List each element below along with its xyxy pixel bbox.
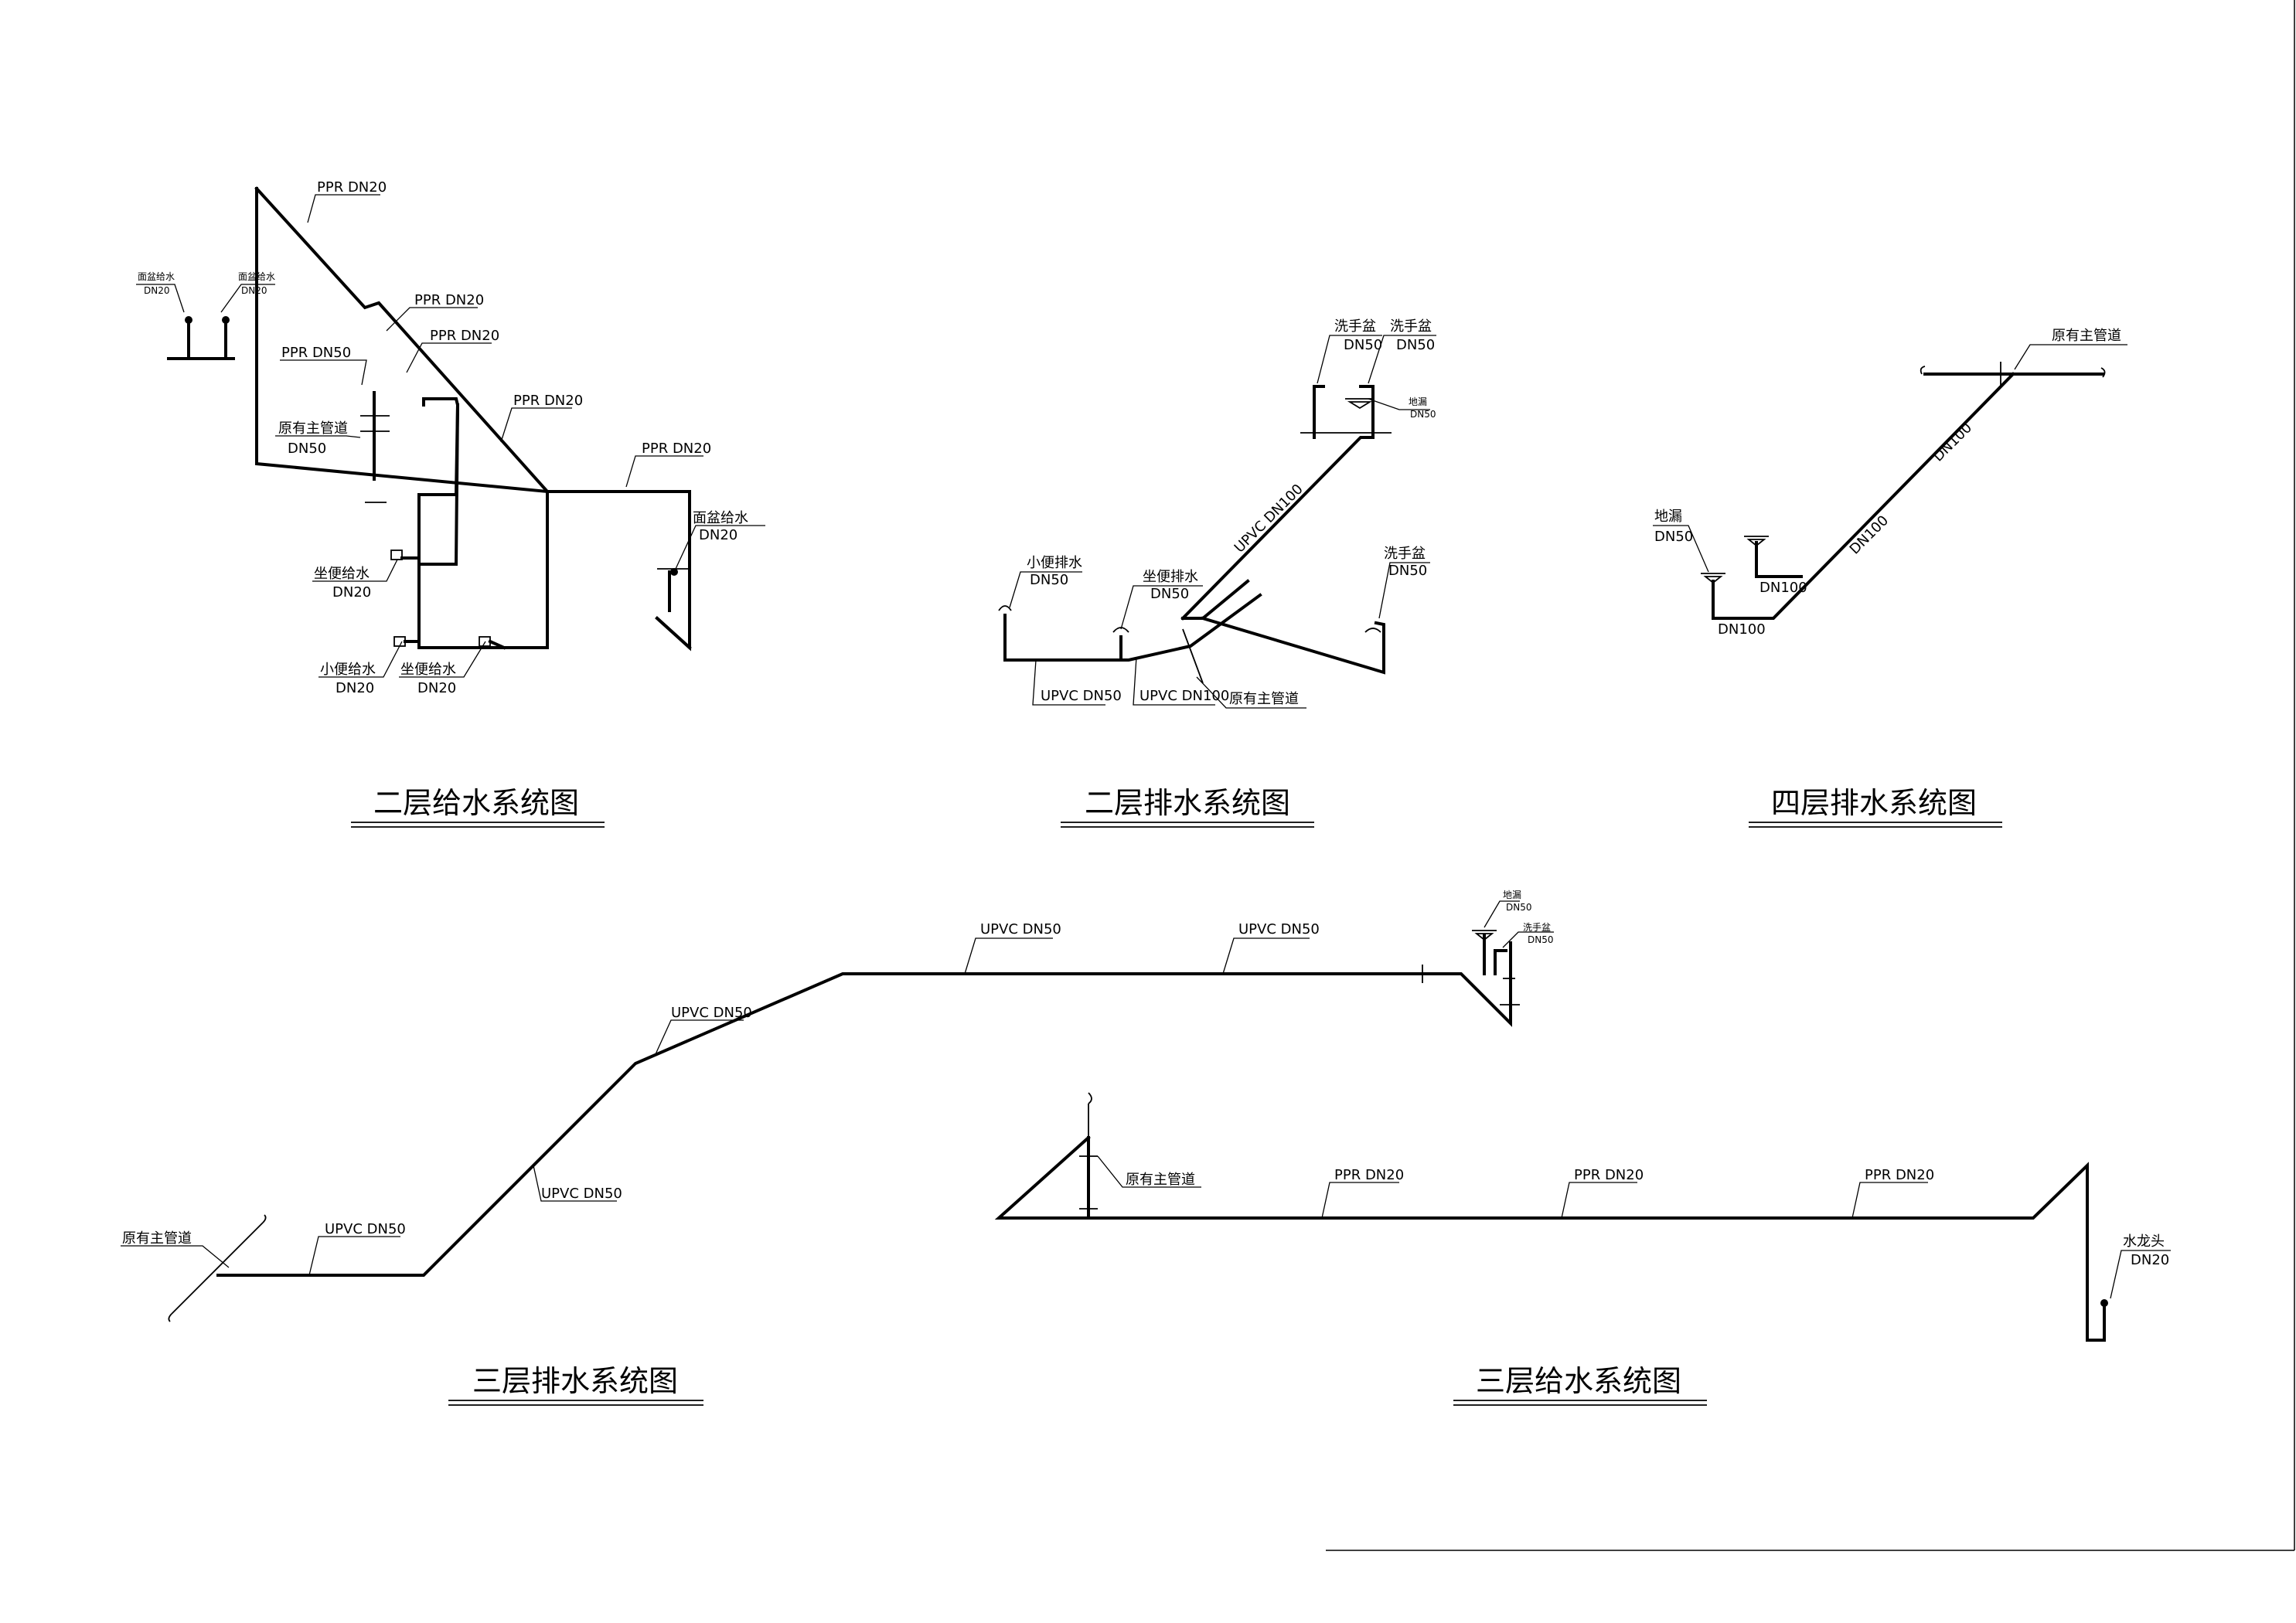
label-floor-drain-f3: 地漏 xyxy=(1503,890,1521,900)
label-toilet-drain-dn: DN50 xyxy=(1150,586,1189,602)
label-toilet-drain: 坐便排水 xyxy=(1143,569,1198,585)
title-floor4-drain: 四层排水系统图 xyxy=(1771,786,1977,820)
label-urinal-drain: 小便排水 xyxy=(1027,555,1082,571)
label-basin2-dn: DN50 xyxy=(1396,337,1435,353)
label-basin-f3: 洗手盆 xyxy=(1523,922,1551,933)
label-basin-a: 面盆给水 xyxy=(138,271,175,282)
label-basin-f3-dn: DN50 xyxy=(1528,934,1554,945)
label-dn100-a: DN100 xyxy=(1930,420,1975,464)
label-toilet1: 坐便给水 xyxy=(314,566,370,582)
label-toilet2-dn: DN20 xyxy=(417,680,456,696)
label-ppr3: PPR DN20 xyxy=(1865,1167,1934,1183)
label-main-pipe: 原有主管道 xyxy=(278,420,348,437)
label-main-pipe-dn: DN50 xyxy=(288,441,326,457)
label-ppr-mid1: PPR DN20 xyxy=(414,292,484,308)
label-main-pipe-drain2: 原有主管道 xyxy=(1229,691,1299,707)
label-floor-drain-f4: 地漏 xyxy=(1654,509,1682,525)
label-ppr2: PPR DN20 xyxy=(1574,1167,1644,1183)
label-basin-b-dn: DN20 xyxy=(241,285,267,296)
label-ppr-dn50: PPR DN50 xyxy=(281,345,351,361)
title-floor3-supply: 三层给水系统图 xyxy=(1476,1364,1681,1398)
label-basin-right: 面盆给水 xyxy=(693,510,748,526)
title-floor2-drain: 二层排水系统图 xyxy=(1085,786,1290,820)
label-basin-right-dn: DN20 xyxy=(699,527,738,543)
label-main-pipe-f4: 原有主管道 xyxy=(2052,328,2121,344)
label-floor-drain-dn: DN50 xyxy=(1410,409,1436,420)
label-urinal-dn: DN20 xyxy=(336,680,374,696)
label-basin-b: 面盆给水 xyxy=(238,271,275,282)
label-dn100-c: DN100 xyxy=(1759,580,1807,596)
label-upvc-top2: UPVC DN50 xyxy=(1238,921,1320,937)
label-upvc-dn50: UPVC DN50 xyxy=(1041,688,1122,704)
label-floor-drain: 地漏 xyxy=(1409,396,1427,407)
label-upvc-diag: UPVC DN100 xyxy=(1231,481,1306,556)
title-floor2-supply: 二层给水系统图 xyxy=(373,786,579,820)
label-upvc-bottom: UPVC DN50 xyxy=(325,1221,406,1237)
label-tap: 水龙头 xyxy=(2123,1233,2165,1250)
label-main-pipe-f3: 原有主管道 xyxy=(122,1230,192,1247)
diagram-floor2-supply: PPR DN20 PPR DN20 PPR DN20 PPR DN20 PPR … xyxy=(136,179,765,828)
diagram-floor2-drain: 小便排水 DN50 坐便排水 DN50 洗手盆 DN50 洗手盆 DN50 地漏… xyxy=(998,318,1436,828)
label-upvc-diag-f3: UPVC DN50 xyxy=(541,1186,622,1202)
label-upvc-slope: UPVC DN50 xyxy=(671,1005,752,1021)
label-basin1-dn: DN50 xyxy=(1344,337,1382,353)
label-main-pipe-s3: 原有主管道 xyxy=(1126,1172,1195,1188)
label-dn100-d: DN100 xyxy=(1718,621,1766,638)
label-basin3: 洗手盆 xyxy=(1384,546,1426,562)
sheet-frame xyxy=(1326,0,2295,1551)
diagram-floor4-drain: 原有主管道 地漏 DN50 DN100 DN100 DN100 DN100 四层… xyxy=(1653,328,2127,828)
label-ppr-diag: PPR DN20 xyxy=(513,393,583,409)
title-floor3-drain: 三层排水系统图 xyxy=(472,1364,678,1398)
label-urinal-drain-dn: DN50 xyxy=(1030,572,1068,588)
label-basin3-dn: DN50 xyxy=(1388,563,1427,579)
label-tap-dn: DN20 xyxy=(2131,1252,2169,1268)
label-basin2: 洗手盆 xyxy=(1390,318,1432,335)
label-toilet2: 坐便给水 xyxy=(400,662,456,678)
label-upvc-dn100: UPVC DN100 xyxy=(1139,688,1229,704)
label-urinal: 小便给水 xyxy=(320,662,376,678)
diagram-floor3-drain: UPVC DN50 UPVC DN50 UPVC DN50 UPVC DN50 … xyxy=(121,890,1554,1406)
label-ppr1: PPR DN20 xyxy=(1334,1167,1404,1183)
label-ppr-right: PPR DN20 xyxy=(642,441,711,457)
diagram-floor3-supply: 原有主管道 PPR DN20 PPR DN20 PPR DN20 水龙头 DN2… xyxy=(994,1092,2171,1406)
label-ppr-top: PPR DN20 xyxy=(317,179,387,196)
label-floor-drain-f3-dn: DN50 xyxy=(1506,902,1532,913)
label-toilet1-dn: DN20 xyxy=(332,584,371,601)
label-upvc-top1: UPVC DN50 xyxy=(980,921,1061,937)
label-floor-drain-f4-dn: DN50 xyxy=(1654,529,1693,545)
label-ppr-mid2: PPR DN20 xyxy=(430,328,499,344)
label-basin-a-dn: DN20 xyxy=(144,285,170,296)
label-basin1: 洗手盆 xyxy=(1334,318,1376,335)
